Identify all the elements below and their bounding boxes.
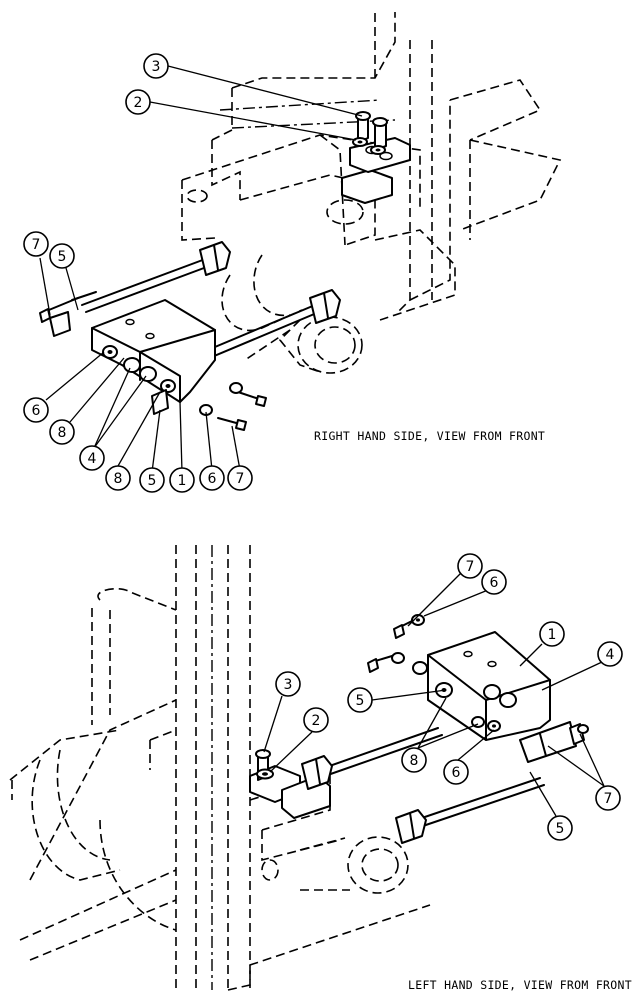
callout-number: 5 (556, 821, 565, 837)
callout-number: 7 (32, 237, 41, 253)
callout-bubble: 6 (443, 759, 469, 785)
callout-number: 7 (604, 791, 613, 807)
callout-bubble: 5 (49, 243, 75, 269)
callout-number: 7 (236, 471, 245, 487)
callout-bubble: 8 (49, 419, 75, 445)
callout-bubble: 7 (457, 553, 483, 579)
callout-bubble: 5 (347, 687, 373, 713)
callout-number: 5 (356, 693, 365, 709)
callout-bubble: 6 (481, 569, 507, 595)
callout-bubble: 4 (79, 445, 105, 471)
callout-bubble: 2 (303, 707, 329, 733)
callout-bubble: 7 (227, 465, 253, 491)
callout-bubble: 2 (125, 89, 151, 115)
callout-bubble: 6 (23, 397, 49, 423)
callout-bubble: 4 (597, 641, 623, 667)
callout-bubble: 8 (105, 465, 131, 491)
view-caption: LEFT HAND SIDE, VIEW FROM FRONT (408, 978, 632, 992)
callout-bubble: 8 (401, 747, 427, 773)
callout-number: 6 (452, 765, 461, 781)
callout-bubble: 5 (139, 467, 165, 493)
right-bracket (39, 291, 267, 431)
right-frame-structure (181, 12, 562, 374)
left-bracket (367, 614, 589, 763)
callout-number: 6 (490, 575, 499, 591)
callout-bubble: 3 (275, 671, 301, 697)
callout-bubble: 3 (143, 53, 169, 79)
callout-number: 1 (178, 473, 187, 489)
callout-number: 4 (88, 451, 97, 467)
callout-bubble: 1 (539, 621, 565, 647)
callout-bubble: 7 (595, 785, 621, 811)
view-caption: RIGHT HAND SIDE, VIEW FROM FRONT (314, 429, 545, 443)
right-hand-view: 3 2 7 5 6 8 4 8 5 1 6 7 RIGHT HAND SIDE,… (23, 12, 562, 493)
left-callouts: 7 6 1 4 3 5 2 8 6 7 5 (263, 553, 623, 841)
callout-number: 4 (606, 647, 615, 663)
callout-bubble: 7 (23, 231, 49, 257)
callout-bubble: 1 (169, 467, 195, 493)
left-rods (301, 727, 545, 844)
right-callouts: 3 2 7 5 6 8 4 8 5 1 6 7 (23, 53, 363, 493)
left-mount-plate (249, 749, 331, 819)
callout-number: 8 (114, 471, 123, 487)
callout-number: 6 (32, 403, 41, 419)
callout-number: 6 (208, 471, 217, 487)
callout-number: 2 (134, 95, 143, 111)
top-mount-plate (341, 111, 411, 204)
callout-number: 8 (410, 753, 419, 769)
callout-bubble: 6 (199, 465, 225, 491)
callout-number: 3 (284, 677, 293, 693)
callout-number: 7 (466, 559, 475, 575)
callout-number: 1 (548, 627, 557, 643)
callout-number: 8 (58, 425, 67, 441)
left-hand-view: 7 6 1 4 3 5 2 8 6 7 5 LEFT HAND SIDE, VI… (9, 545, 632, 992)
callout-number: 5 (148, 473, 157, 489)
callout-bubble: 5 (547, 815, 573, 841)
callout-number: 5 (58, 249, 67, 265)
callout-number: 2 (312, 713, 321, 729)
callout-number: 3 (152, 59, 161, 75)
left-frame-structure (9, 545, 431, 991)
